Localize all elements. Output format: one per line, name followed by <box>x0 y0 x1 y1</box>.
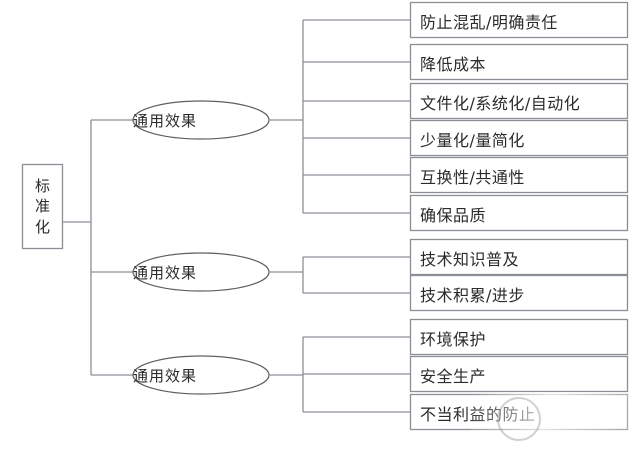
root-char-1: 标 <box>34 177 50 196</box>
root-node-label: 标 准 化 <box>23 165 62 248</box>
leaf-box-2-2[interactable] <box>409 274 629 312</box>
branch-3-ellipse[interactable] <box>132 355 270 395</box>
root-char-2: 准 <box>34 197 50 216</box>
leaf-box-3-2[interactable] <box>409 355 629 393</box>
root-char-3: 化 <box>34 217 50 236</box>
leaf-box-1-5[interactable] <box>409 156 629 194</box>
leaf-box-1-3[interactable] <box>409 82 629 120</box>
leaf-box-1-2[interactable] <box>409 43 629 81</box>
leaf-box-1-1[interactable] <box>409 1 629 39</box>
leaf-box-1-6[interactable] <box>409 194 629 232</box>
leaf-box-3-1[interactable] <box>409 318 629 356</box>
leaf-box-3-3[interactable] <box>409 393 629 431</box>
branch-2-ellipse[interactable] <box>132 252 270 292</box>
root-node-box[interactable] <box>21 163 64 250</box>
leaf-box-2-1[interactable] <box>409 238 629 276</box>
leaf-box-1-4[interactable] <box>409 119 629 157</box>
branch-1-ellipse[interactable] <box>132 100 270 140</box>
